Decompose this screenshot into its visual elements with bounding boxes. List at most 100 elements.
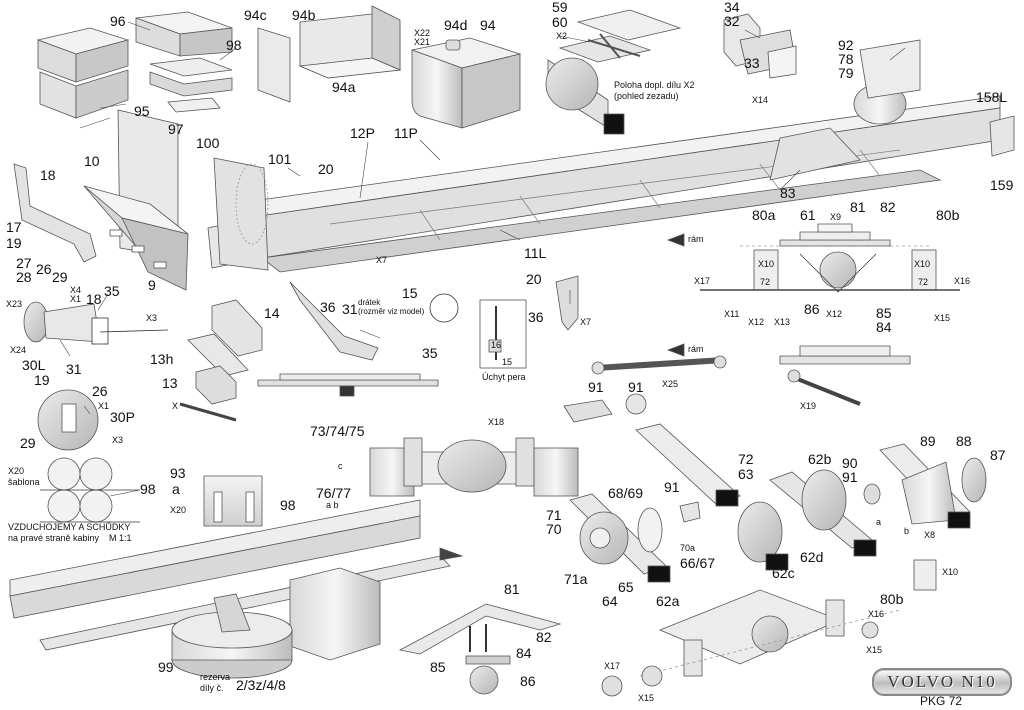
label-x15c: X15 xyxy=(638,693,655,703)
label-86a: 86 xyxy=(804,301,820,317)
part-x20-template xyxy=(40,457,140,523)
label-x19: X19 xyxy=(800,401,817,411)
part-18-hook xyxy=(13,163,97,263)
label-35b: 35 xyxy=(422,345,438,361)
part-leaf-spring-front xyxy=(700,223,960,293)
label-91d: 91 xyxy=(664,479,680,495)
label-x14: X14 xyxy=(752,95,769,105)
part-30l-assembly xyxy=(23,301,169,345)
label-x17b: X17 xyxy=(604,661,621,671)
note-air-tanks: VZDUCHOJEMY A SCHŮDKY na pravé straně ka… xyxy=(8,522,132,543)
note-spring-clip: Úchyt pera xyxy=(482,372,526,382)
label-x3a: X3 xyxy=(146,313,158,323)
label-19a: 19 xyxy=(6,235,22,251)
label-61: 61 xyxy=(800,207,816,223)
label-94: 94 xyxy=(480,17,496,33)
label-x11: X11 xyxy=(724,309,740,319)
label-101: 101 xyxy=(268,151,292,167)
part-91-rod xyxy=(595,357,725,371)
label-11l: 11L xyxy=(524,245,547,261)
label-x20: X20 xyxy=(170,505,187,515)
label-29b: 29 xyxy=(20,435,36,451)
label-65: 65 xyxy=(618,579,634,595)
label-15b: 15 xyxy=(502,357,513,367)
part-94-fuel-tank xyxy=(410,37,522,129)
label-78: 78 xyxy=(838,51,854,67)
label-86b: 86 xyxy=(520,673,536,689)
label-x2: X2 xyxy=(556,31,568,41)
label-80b: 80b xyxy=(936,207,960,223)
label-x12b: X12 xyxy=(826,309,843,319)
label-20a: 20 xyxy=(318,161,334,177)
label-x8: X8 xyxy=(924,530,936,540)
label-85a: 85 xyxy=(876,305,892,321)
label-81b: 81 xyxy=(504,581,520,597)
label-x15a: X15 xyxy=(934,313,951,323)
label-26a: 26 xyxy=(36,261,52,277)
part-31-bracket xyxy=(289,281,379,361)
label-64: 64 xyxy=(602,593,618,609)
label-x21: X21 xyxy=(414,37,431,47)
label-11p: 11P xyxy=(394,125,418,141)
label-35a: 35 xyxy=(104,283,120,299)
label-71: 71 xyxy=(546,507,562,523)
label-36b: 36 xyxy=(528,309,544,325)
label-a-2: a xyxy=(172,481,180,497)
label-27: 27 xyxy=(16,255,32,271)
part-13h-block xyxy=(187,333,249,377)
part-leaf-spring-rear xyxy=(779,345,911,406)
label-18b: 18 xyxy=(86,291,102,307)
label-20b: 20 xyxy=(526,271,542,287)
label-x1a: X1 xyxy=(70,294,82,304)
part-30p-tank xyxy=(37,389,99,451)
label-84b: 84 xyxy=(516,645,532,661)
part-hub-assembly xyxy=(569,493,701,583)
label-x10a: X10 xyxy=(758,259,775,269)
label-159: 159 xyxy=(990,177,1014,193)
label-19b: 19 xyxy=(34,372,50,388)
label-15a: 15 xyxy=(402,285,418,301)
label-62a: 62a xyxy=(656,593,680,609)
label-72c: 72 xyxy=(738,451,754,467)
label-80b-2: 80b xyxy=(880,591,904,607)
part-94c-panel xyxy=(257,27,291,103)
label-90: 90 xyxy=(842,455,858,471)
part-98-box xyxy=(135,11,233,113)
frame-arrow-top xyxy=(666,233,685,247)
label-91b: 91 xyxy=(628,379,644,395)
part-leaf-spring-bottom xyxy=(257,373,439,397)
label-ab-1: a b xyxy=(326,500,339,510)
label-c: c xyxy=(338,461,343,471)
part-x-rod xyxy=(179,402,237,422)
part-9-bumper xyxy=(83,185,189,291)
note-template: X20 šablona xyxy=(8,466,40,487)
label-13: 13 xyxy=(162,375,178,391)
part-lower-axle-assembly xyxy=(601,589,901,697)
frame-arrow-bottom xyxy=(666,343,685,357)
label-72a: 72 xyxy=(760,277,771,287)
label-98c: 98 xyxy=(280,497,296,513)
part-72-beam xyxy=(635,423,741,505)
label-18a: 18 xyxy=(40,167,56,183)
label-x12a: X12 xyxy=(748,317,765,327)
label-14: 14 xyxy=(264,305,280,321)
part-99-spare-wheel xyxy=(171,593,293,679)
label-x9: X9 xyxy=(830,212,842,222)
label-33: 33 xyxy=(744,55,760,71)
label-68-69: 68/69 xyxy=(608,485,644,501)
label-95: 95 xyxy=(134,103,150,119)
label-82b: 82 xyxy=(536,629,552,645)
note-frame-bottom: rám xyxy=(688,344,704,354)
label-81a: 81 xyxy=(850,199,866,215)
label-98: 98 xyxy=(226,37,242,53)
label-82a: 82 xyxy=(880,199,896,215)
label-x10b: X10 xyxy=(914,259,931,269)
label-94c: 94c xyxy=(244,7,267,23)
part-shock-absorber-top xyxy=(545,57,625,135)
label-70: 70 xyxy=(546,521,562,537)
label-29a: 29 xyxy=(52,269,68,285)
label-x4: X4 xyxy=(70,285,82,295)
part-62c-disc xyxy=(737,501,783,563)
